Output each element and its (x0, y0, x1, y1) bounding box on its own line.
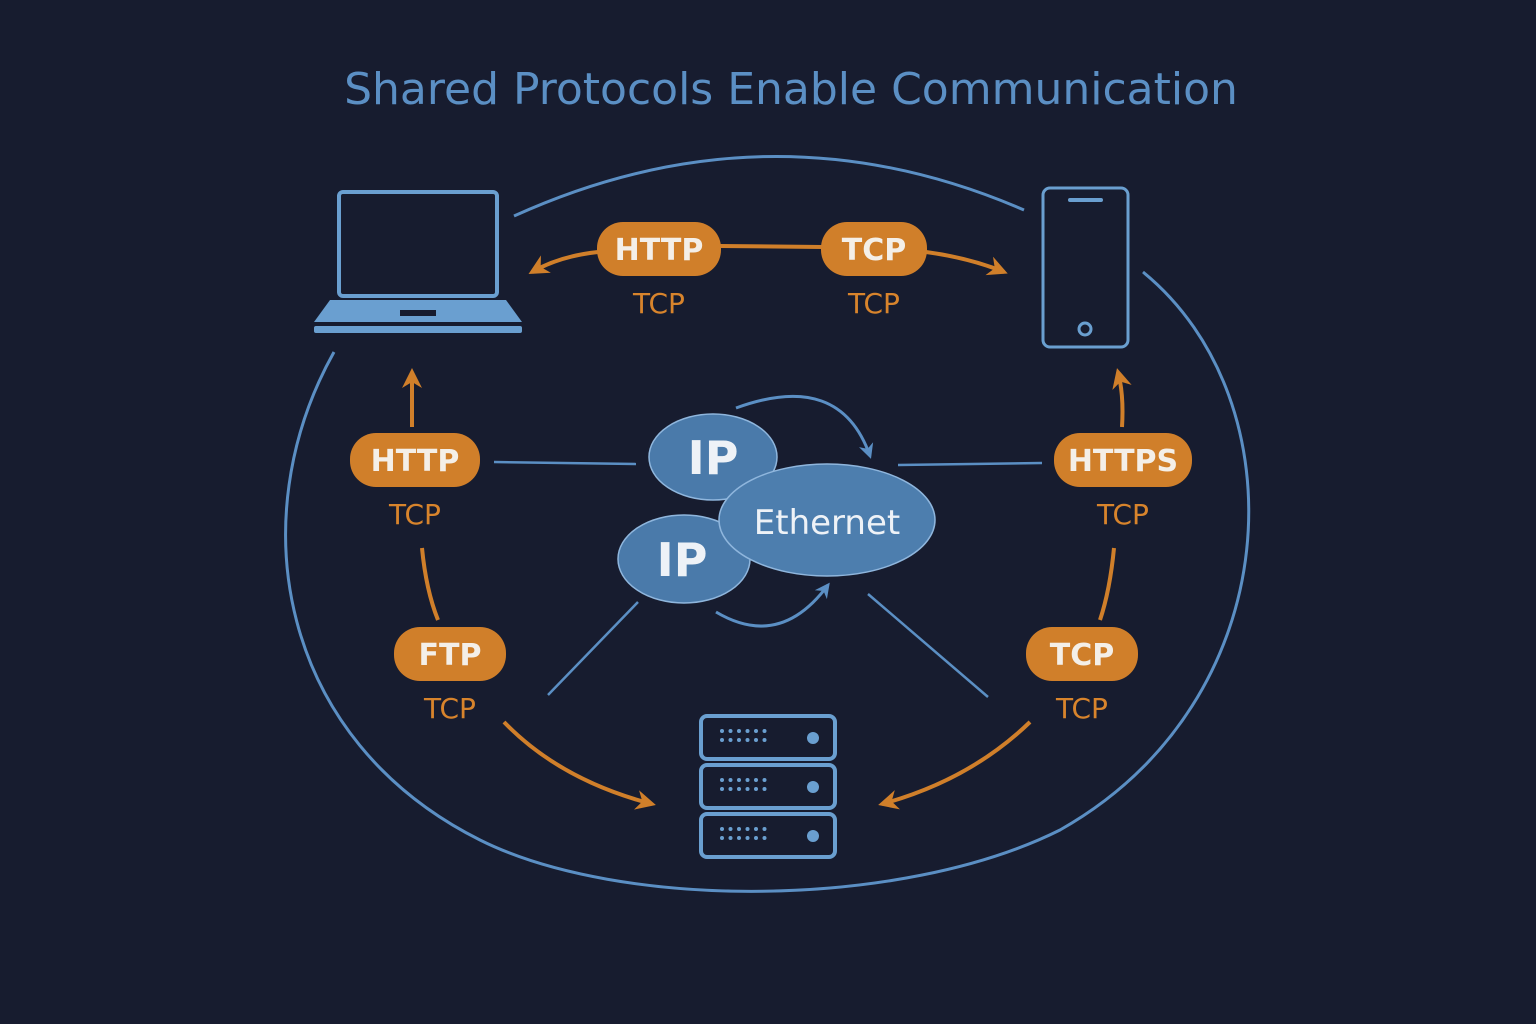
server-led (762, 787, 767, 791)
server-led (754, 836, 758, 840)
link-bottom-left (547, 601, 639, 696)
server-led (720, 778, 724, 782)
ip-node-bottom-label: IP (657, 533, 708, 587)
link-right (897, 461, 1043, 467)
server-power-indicator (807, 781, 819, 793)
server-led (754, 729, 758, 733)
server-unit (699, 714, 837, 761)
server-led (728, 836, 733, 840)
server-led (728, 827, 733, 831)
badge-sublabel: TCP (423, 692, 476, 725)
protocol-badge-right-lower[interactable]: TCP TCP (1026, 627, 1138, 725)
server-led (728, 738, 733, 742)
server-led (745, 836, 750, 840)
badge-pill (394, 627, 506, 681)
server-rack-icon[interactable] (699, 714, 837, 859)
server-led (728, 787, 733, 791)
core-arrow-top (735, 394, 874, 459)
server-led (720, 787, 724, 791)
badge-pill (597, 222, 721, 276)
server-led (762, 729, 767, 733)
network-core: IP IP Ethernet (617, 413, 936, 604)
server-led (762, 836, 767, 840)
server-led (762, 778, 767, 782)
link-left (493, 460, 637, 466)
badge-label: HTTP (371, 444, 460, 479)
smartphone-icon[interactable] (1041, 186, 1130, 349)
link-bottom-right (867, 593, 989, 698)
ip-node-bottom[interactable]: IP (617, 514, 751, 604)
badge-sublabel: TCP (1055, 692, 1108, 725)
ethernet-node-label: Ethernet (754, 503, 900, 543)
server-led (737, 738, 741, 742)
flow-top-right (925, 250, 1008, 276)
protocol-badge-right-upper[interactable]: HTTPS TCP (1054, 433, 1192, 531)
server-power-indicator (807, 830, 819, 842)
server-power-indicator (807, 732, 819, 744)
badge-pill (1054, 433, 1192, 487)
badge-pill (1026, 627, 1138, 681)
badge-sublabel: TCP (632, 287, 685, 320)
flow-top-middle (719, 244, 823, 249)
server-unit (699, 812, 837, 859)
server-led (728, 778, 733, 782)
badge-label: TCP (1050, 638, 1114, 673)
server-led (745, 729, 750, 733)
server-led (728, 729, 733, 733)
badge-label: TCP (842, 233, 906, 268)
badge-sublabel: TCP (847, 287, 900, 320)
badge-label: FTP (419, 638, 482, 673)
server-led (737, 787, 741, 791)
ip-node-top-label: IP (688, 431, 739, 485)
flow-top-left (528, 250, 599, 274)
badge-sublabel: TCP (1096, 498, 1149, 531)
laptop-icon[interactable] (314, 190, 522, 333)
flow-right-up (1112, 368, 1132, 428)
network-ring (284, 155, 1251, 893)
server-led (737, 836, 741, 840)
server-led (737, 827, 741, 831)
protocol-flows (402, 244, 1132, 810)
server-led (745, 787, 750, 791)
ethernet-node[interactable]: Ethernet (718, 463, 936, 577)
protocol-badge-top-left[interactable]: HTTP TCP (597, 222, 721, 320)
server-led (754, 827, 758, 831)
server-led (754, 787, 758, 791)
badge-pill (821, 222, 927, 276)
flow-left-bottom (502, 720, 656, 810)
protocol-badge-left-upper[interactable]: HTTP TCP (350, 433, 480, 531)
ring-main-arc (284, 270, 1251, 893)
server-led (745, 827, 750, 831)
server-led (745, 778, 750, 782)
flow-right-bottom (878, 720, 1032, 810)
server-led (737, 729, 741, 733)
server-led (720, 827, 724, 831)
flow-left-mid (420, 547, 440, 621)
protocol-badge-top-right[interactable]: TCP TCP (821, 222, 927, 320)
ip-node-top[interactable]: IP (648, 413, 778, 501)
badge-pill (350, 433, 480, 487)
protocol-badge-left-lower[interactable]: FTP TCP (394, 627, 506, 725)
badge-sublabel: TCP (388, 498, 441, 531)
server-led (720, 836, 724, 840)
badge-label: HTTP (615, 233, 704, 268)
server-led (720, 738, 724, 742)
server-led (762, 827, 767, 831)
core-links (493, 394, 1043, 698)
server-unit (699, 763, 837, 810)
server-led (754, 738, 758, 742)
protocol-badges: HTTP TCP TCP TCP HTTP TCP FTP TCP HTTPS TCP TCP TCP (350, 222, 1192, 725)
server-led (762, 738, 767, 742)
badge-label: HTTPS (1068, 444, 1178, 479)
server-led (720, 729, 724, 733)
server-led (745, 738, 750, 742)
server-led (737, 778, 741, 782)
server-led (754, 778, 758, 782)
core-arrow-bottom (715, 582, 830, 628)
diagram-title: Shared Protocols Enable Communication (344, 64, 1238, 115)
ring-top-arc (513, 155, 1025, 218)
flow-right-mid (1098, 547, 1116, 621)
